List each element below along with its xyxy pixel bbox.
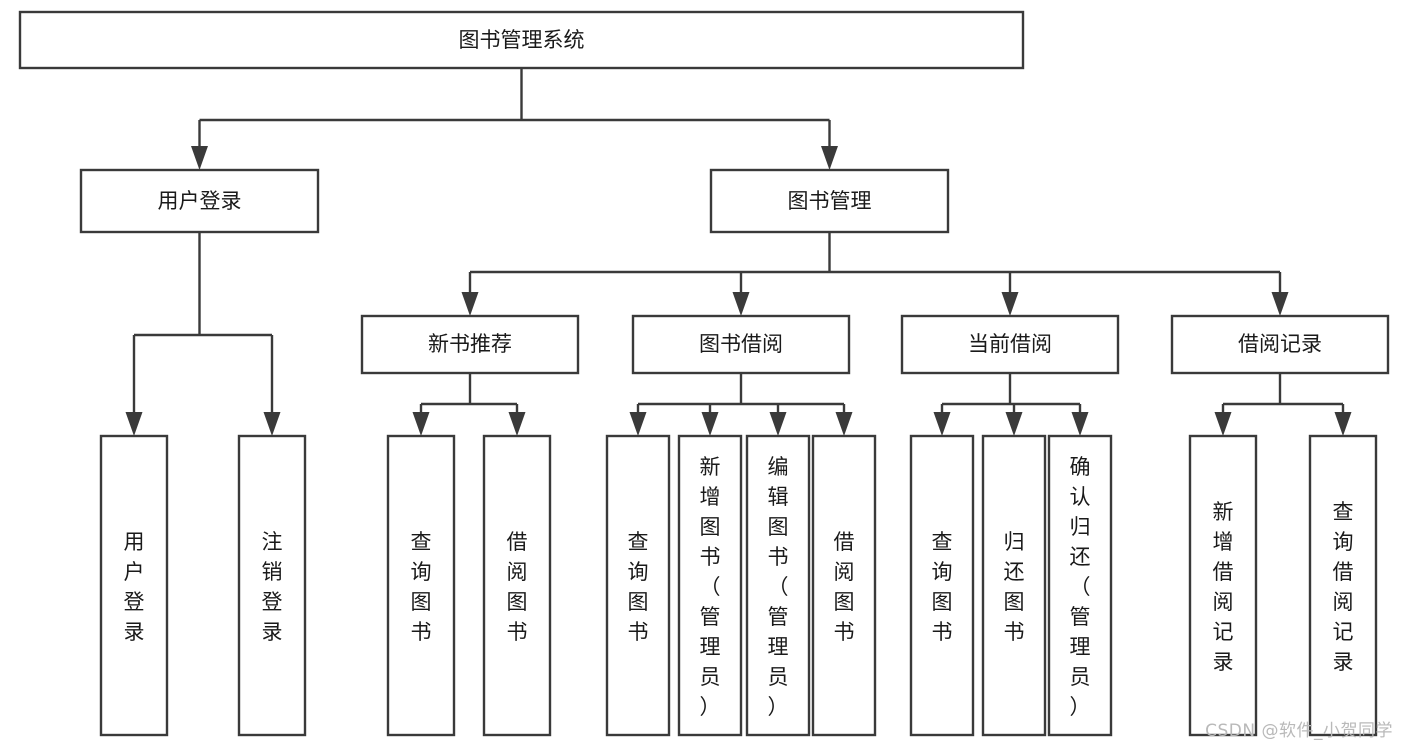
arrow-head-leaf-query-book-cur [933,412,951,436]
node-user-login-box[interactable] [79,168,320,234]
arrow-head-leaf-query-book-rec [412,412,430,436]
node-user-login[interactable]: 用户登录 [79,168,320,234]
connector-group-root [191,68,838,170]
connector-group-book-borrow [629,373,853,436]
node-book-manage[interactable]: 图书管理 [709,168,950,234]
leaf-query-book[interactable]: 查询图书 [605,434,671,737]
node-book-manage-label: 图书管理 [788,189,872,213]
arrow-head-leaf-confirm-return [1071,412,1089,436]
node-new-book-rec-box[interactable] [360,314,580,375]
arrow-head-new-book-rec [461,292,479,316]
connector-group-book-manage [461,232,1289,316]
leaf-logout-label: 注销登录 [262,530,283,644]
node-user-login-label: 用户登录 [158,189,242,213]
connector-group-user-login [125,232,281,436]
node-borrow-record-label: 借阅记录 [1238,332,1322,356]
node-book-borrow[interactable]: 图书借阅 [631,314,851,375]
leaf-borrow-book[interactable]: 借阅图书 [811,434,877,737]
leaf-borrow-book-rec[interactable]: 借阅图书 [482,434,552,737]
node-book-manage-box[interactable] [709,168,950,234]
leaf-confirm-return-label: 确认归还（管理员） [1070,455,1091,719]
arrow-head-leaf-add-record [1214,412,1232,436]
leaf-user-login[interactable]: 用户登录 [99,434,169,737]
connector-group-current-borrow [933,373,1089,436]
node-book-borrow-label: 图书借阅 [699,332,783,356]
leaf-add-book-box[interactable] [677,434,743,737]
arrow-head-current-borrow [1001,292,1019,316]
leaf-query-book-label: 查询图书 [628,530,649,644]
leaf-edit-book[interactable]: 编辑图书（管理员） [745,434,811,737]
leaf-borrow-book-box[interactable] [811,434,877,737]
node-borrow-record-box[interactable] [1170,314,1390,375]
leaf-query-book-cur-box[interactable] [909,434,975,737]
leaf-query-book-box[interactable] [605,434,671,737]
leaf-query-record[interactable]: 查询借阅记录 [1308,434,1378,737]
arrow-head-book-borrow [732,292,750,316]
leaf-add-record[interactable]: 新增借阅记录 [1188,434,1258,737]
node-new-book-rec[interactable]: 新书推荐 [360,314,580,375]
arrow-head-leaf-edit-book [769,412,787,436]
leaf-query-book-cur[interactable]: 查询图书 [909,434,975,737]
leaf-confirm-return[interactable]: 确认归还（管理员） [1047,434,1113,737]
node-root-box[interactable] [18,10,1025,70]
leaf-add-record-box[interactable] [1188,434,1258,737]
leaf-logout-box[interactable] [237,434,307,737]
leaf-user-login-label: 用户登录 [124,530,145,644]
leaf-query-book-cur-label: 查询图书 [932,530,953,644]
leaf-query-book-rec-box[interactable] [386,434,456,737]
connector-group-new-book-rec [412,373,526,436]
arrow-head-leaf-user-login [125,412,143,436]
leaf-query-book-rec[interactable]: 查询图书 [386,434,456,737]
leaf-edit-book-box[interactable] [745,434,811,737]
leaf-user-login-box[interactable] [99,434,169,737]
node-root-label: 图书管理系统 [459,28,585,52]
arrow-head-user-login [191,146,208,170]
node-current-borrow-label: 当前借阅 [968,332,1052,356]
arrow-head-leaf-query-book [629,412,647,436]
leaf-return-book-label: 归还图书 [1004,530,1025,644]
node-current-borrow-box[interactable] [900,314,1120,375]
leaf-borrow-book-rec-label: 借阅图书 [507,530,528,644]
leaf-confirm-return-box[interactable] [1047,434,1113,737]
arrow-head-leaf-borrow-book-rec [508,412,526,436]
leaf-add-book-label: 新增图书（管理员） [700,455,721,719]
leaf-borrow-book-label: 借阅图书 [834,530,855,644]
leaf-query-record-label: 查询借阅记录 [1333,500,1354,674]
node-new-book-rec-label: 新书推荐 [428,332,512,356]
arrow-head-leaf-borrow-book [835,412,853,436]
leaf-node-layer: 用户登录 注销登录 查询图书 借阅图书 查询图书 新增图书（管理员） 编辑图书（管理员） 借阅… [99,434,1378,737]
connector-group-borrow-record [1214,373,1352,436]
leaf-borrow-book-rec-box[interactable] [482,434,552,737]
leaf-add-book[interactable]: 新增图书（管理员） [677,434,743,737]
leaf-logout[interactable]: 注销登录 [237,434,307,737]
node-borrow-record[interactable]: 借阅记录 [1170,314,1390,375]
arrow-head-leaf-logout [263,412,281,436]
leaf-return-book-box[interactable] [981,434,1047,737]
node-current-borrow[interactable]: 当前借阅 [900,314,1120,375]
node-book-borrow-box[interactable] [631,314,851,375]
leaf-query-record-box[interactable] [1308,434,1378,737]
arrow-head-leaf-query-record [1334,412,1352,436]
watermark-csdn: CSDN @软件_小贺同学 [1205,721,1393,741]
leaf-query-book-rec-label: 查询图书 [411,530,432,644]
node-root[interactable]: 图书管理系统 [18,10,1025,70]
leaf-return-book[interactable]: 归还图书 [981,434,1047,737]
arrow-head-borrow-record [1271,292,1289,316]
leaf-add-record-label: 新增借阅记录 [1213,500,1234,674]
arrow-head-leaf-add-book [701,412,719,436]
leaf-edit-book-label: 编辑图书（管理员） [768,455,789,719]
arrow-head-leaf-return-book [1005,412,1023,436]
arrow-head-book-manage [821,146,838,170]
